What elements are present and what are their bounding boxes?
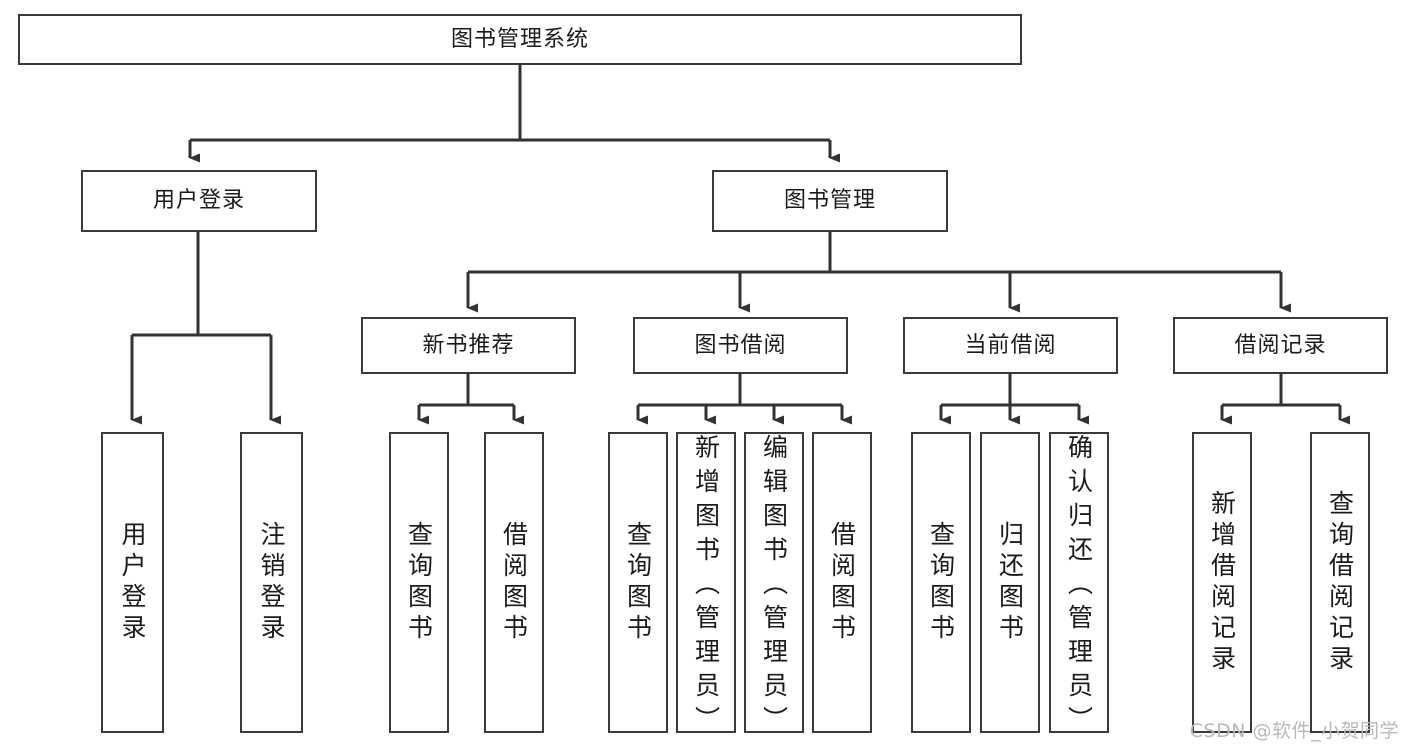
node-label: 归还图书 <box>995 520 1025 645</box>
node-leaf-edit-book[interactable]: 编辑图书（管理员） <box>744 432 804 733</box>
node-user-login[interactable]: 用户登录 <box>81 170 317 232</box>
node-root-system[interactable]: 图书管理系统 <box>18 14 1022 65</box>
node-label: 查询图书 <box>623 520 653 645</box>
node-book-borrow[interactable]: 图书借阅 <box>633 317 848 374</box>
node-label: 查询借阅记录 <box>1325 489 1355 676</box>
node-label: 图书管理 <box>783 188 876 213</box>
node-label: 图书管理系统 <box>450 26 589 52</box>
node-current-borrow[interactable]: 当前借阅 <box>903 317 1118 374</box>
node-label: 新增图书（管理员） <box>691 434 721 733</box>
node-label: 新增借阅记录 <box>1207 489 1237 676</box>
node-leaf-query-book-2[interactable]: 查询图书 <box>608 432 668 733</box>
node-leaf-return-book[interactable]: 归还图书 <box>980 432 1040 733</box>
node-leaf-confirm-return[interactable]: 确认归还（管理员） <box>1049 432 1109 733</box>
node-leaf-add-book[interactable]: 新增图书（管理员） <box>676 432 736 733</box>
node-leaf-query-book-3[interactable]: 查询图书 <box>911 432 971 733</box>
node-leaf-query-record[interactable]: 查询借阅记录 <box>1310 432 1370 733</box>
node-label: 用户登录 <box>118 520 147 645</box>
node-leaf-borrow-book-2[interactable]: 借阅图书 <box>812 432 872 733</box>
node-leaf-logout-login[interactable]: 注销登录 <box>240 432 303 733</box>
node-leaf-query-book-1[interactable]: 查询图书 <box>389 432 449 733</box>
node-label: 编辑图书（管理员） <box>759 434 789 733</box>
node-borrow-record[interactable]: 借阅记录 <box>1173 317 1388 374</box>
node-label: 用户登录 <box>152 188 245 213</box>
node-label: 借阅图书 <box>499 520 529 645</box>
node-label: 查询图书 <box>926 520 956 645</box>
node-label: 确认归还（管理员） <box>1064 434 1094 733</box>
node-label: 借阅图书 <box>827 520 857 645</box>
watermark-text: CSDN @软件_小贺同学 <box>1189 720 1399 742</box>
node-label: 注销登录 <box>257 520 286 645</box>
node-new-book-recommend[interactable]: 新书推荐 <box>361 317 576 374</box>
node-leaf-user-login[interactable]: 用户登录 <box>101 432 164 733</box>
node-leaf-add-record[interactable]: 新增借阅记录 <box>1192 432 1252 733</box>
node-label: 查询图书 <box>404 520 434 645</box>
node-label: 新书推荐 <box>422 332 515 358</box>
node-label: 借阅记录 <box>1234 332 1327 358</box>
node-label: 图书借阅 <box>694 332 787 358</box>
node-leaf-borrow-book-1[interactable]: 借阅图书 <box>484 432 544 733</box>
node-label: 当前借阅 <box>964 332 1057 358</box>
node-book-management[interactable]: 图书管理 <box>712 170 948 232</box>
